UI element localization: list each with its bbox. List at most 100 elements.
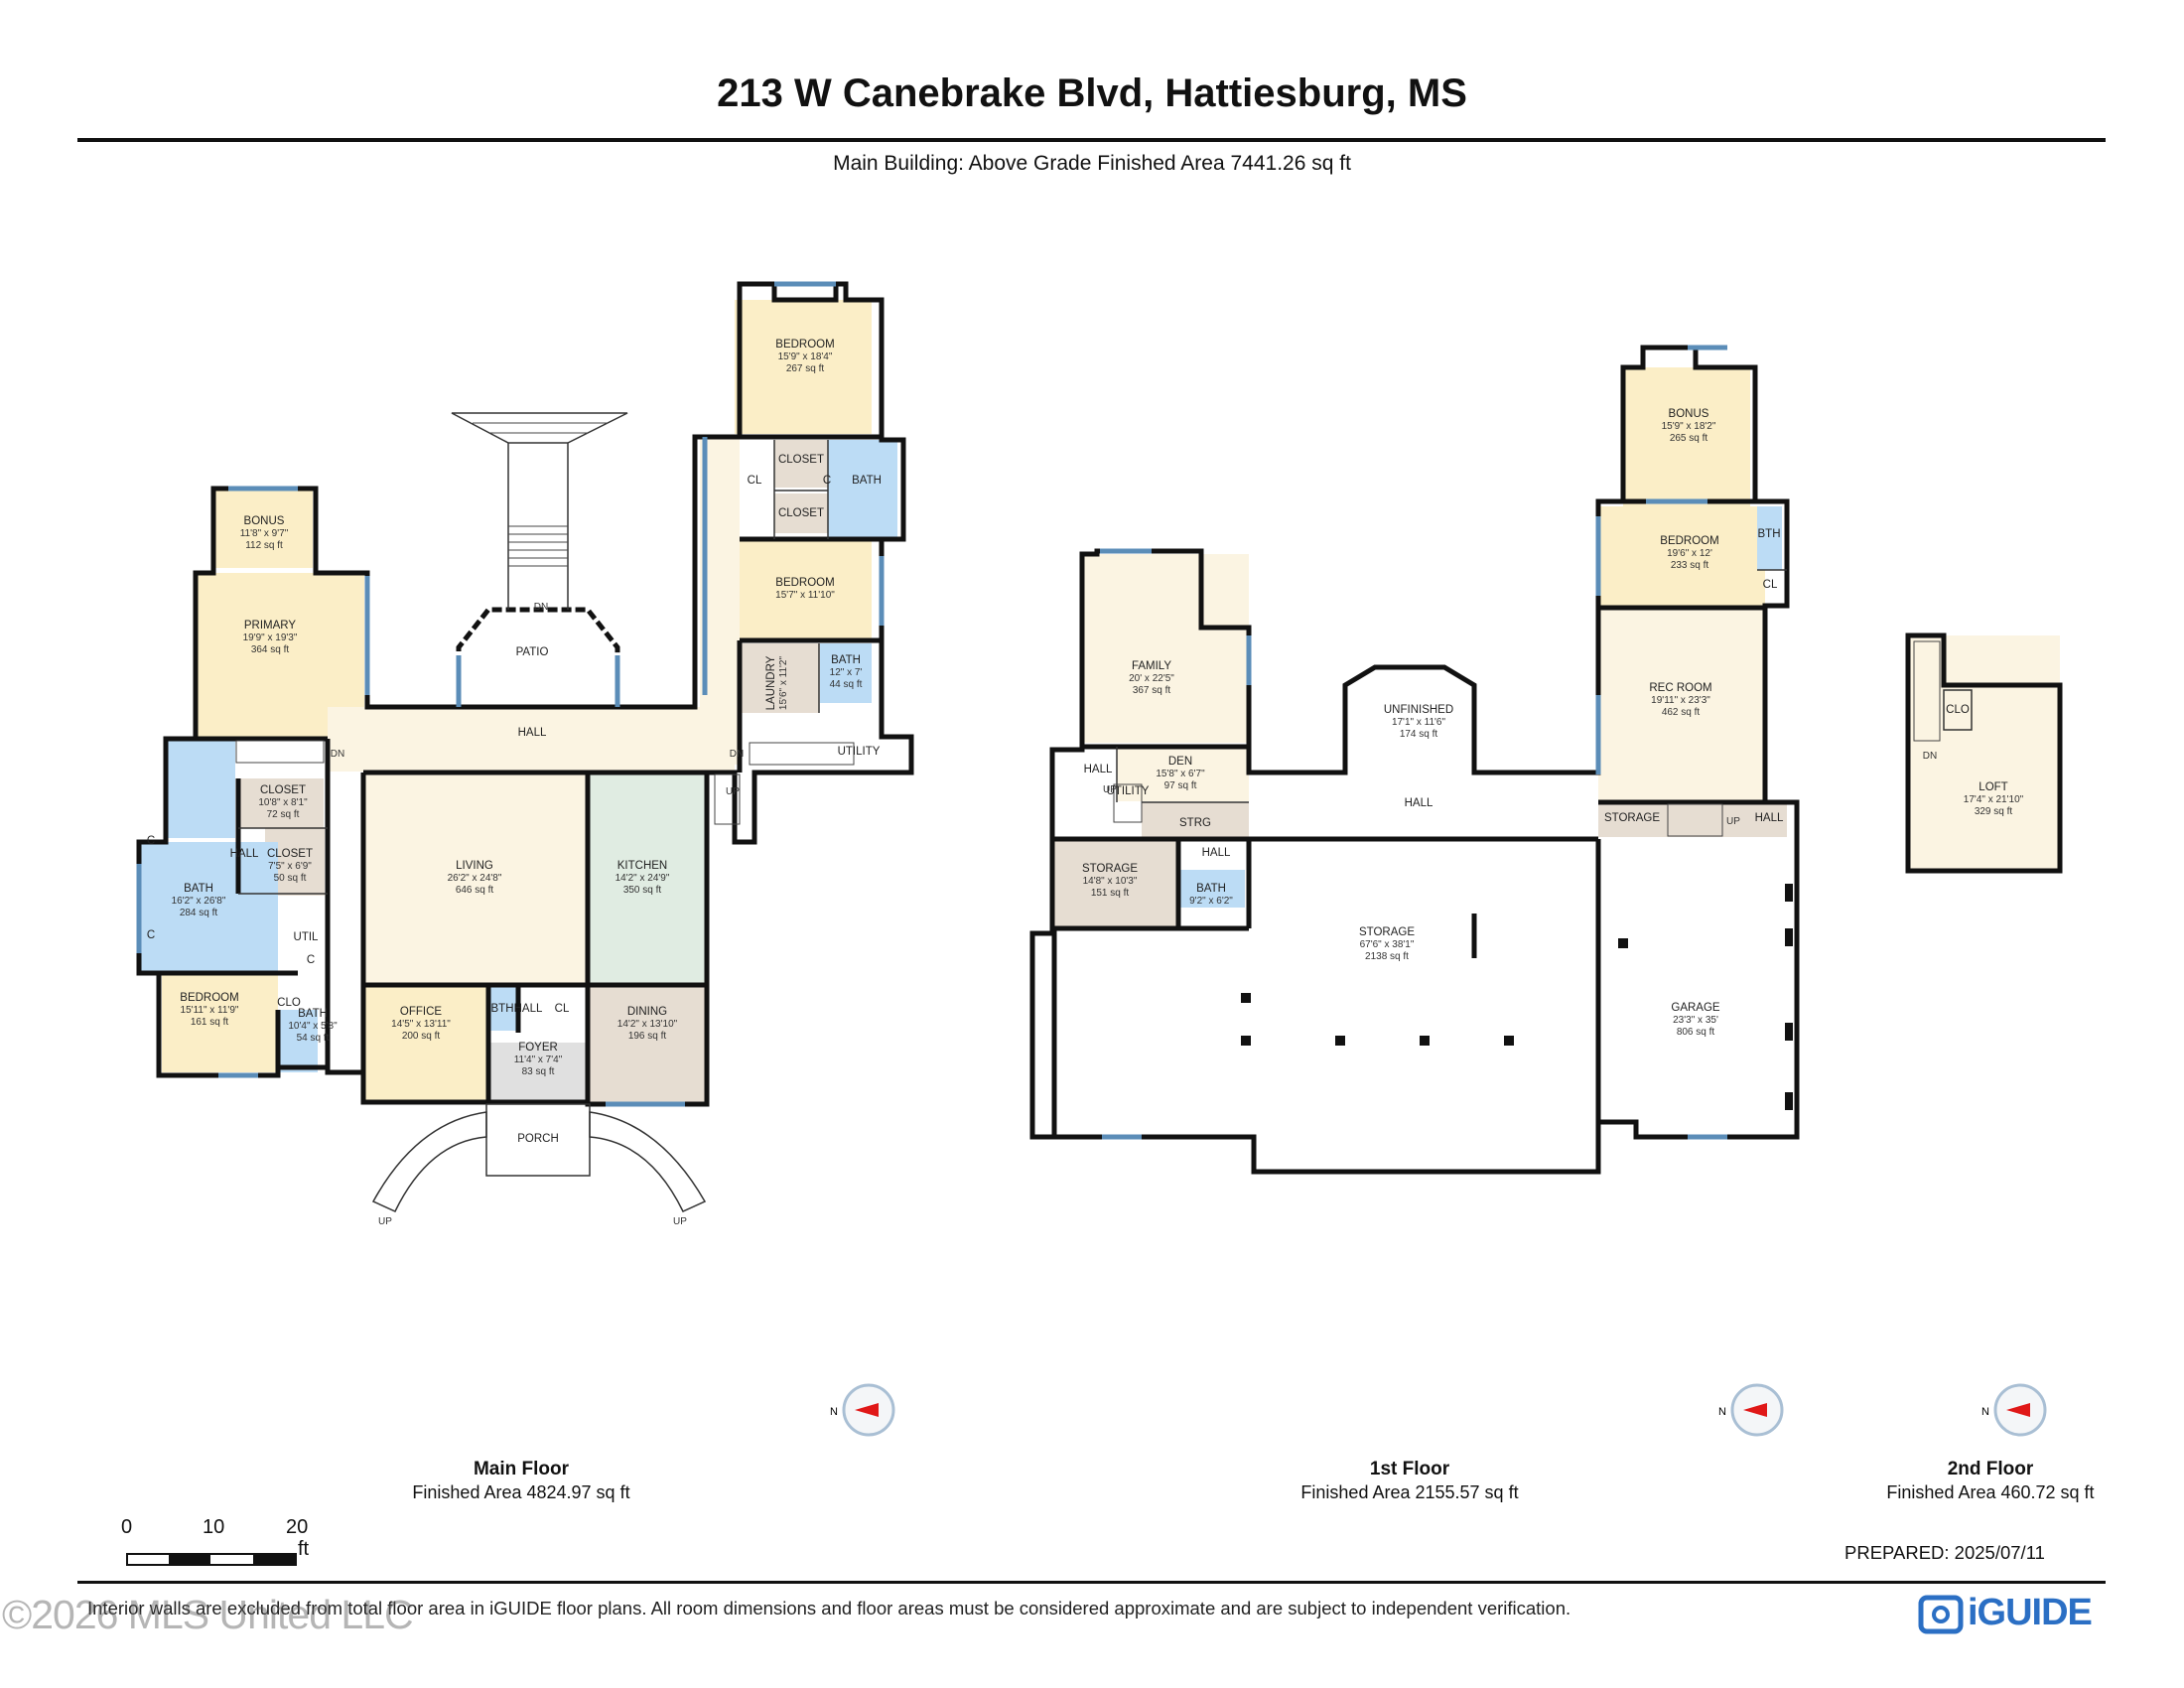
room-fill-closet-mid [774, 493, 828, 533]
room-name-c: C [307, 954, 315, 966]
room-label-bth: BTH [491, 1003, 514, 1015]
room-name-bedroom: BEDROOM [180, 992, 238, 1004]
room-area-bedroom: 267 sq ft [786, 363, 825, 374]
room-dims-bath: 12" x 7' [830, 667, 863, 678]
room-area-bonus: 265 sq ft [1670, 433, 1708, 444]
compass-main: N [830, 1383, 895, 1437]
room-name-unfinished: UNFINISHED [1384, 704, 1453, 716]
room-fill-strg-1f [1142, 802, 1249, 837]
porch-stair-left [371, 1111, 487, 1212]
room-label-cl: CL [748, 475, 762, 487]
room-area-bath: 54 sq ft [297, 1033, 330, 1044]
room-name-util: UTIL [294, 931, 320, 943]
room-name-hall: HALL [1405, 797, 1433, 809]
header-divider [77, 138, 2106, 142]
room-name-clo: CLO [1946, 704, 1970, 716]
room-fill-kitchen [588, 773, 707, 983]
room-name-bath: BATH [831, 654, 861, 666]
room-area-storage: 151 sq ft [1091, 888, 1130, 899]
room-label-c: C [147, 835, 155, 847]
room-label-storage: STORAGE [1604, 812, 1660, 824]
stair-label-up: UP [1103, 784, 1117, 795]
room-area-bath: 44 sq ft [830, 679, 863, 690]
room-name-office: OFFICE [400, 1006, 442, 1018]
room-name-utility: UTILITY [1107, 785, 1150, 797]
room-dims-storage: 67'6" x 38'1" [1360, 939, 1415, 950]
stair-label-up: UP [378, 1216, 392, 1227]
room-name-cl: CL [1763, 579, 1778, 591]
room-area-unfinished: 174 sq ft [1400, 729, 1438, 740]
room-label-c: C [307, 954, 315, 966]
room-label-hall: HALL [518, 727, 547, 739]
room-area-bedroom: 233 sq ft [1671, 560, 1709, 571]
stair-label-up: UP [673, 1216, 687, 1227]
room-label-hall: HALL [1202, 847, 1231, 859]
room-fill-bonus [213, 489, 313, 568]
room-dims-bedroom: 19'6" x 12' [1667, 548, 1712, 559]
room-name-bath: BATH [1196, 883, 1226, 895]
room-label-util: UTIL [294, 931, 320, 943]
room-dims-loft: 17'4" x 21'10" [1964, 794, 2024, 805]
room-area-closet: 50 sq ft [274, 873, 307, 884]
room-dims-bonus: 15'9" x 18'2" [1662, 421, 1716, 432]
room-name-c: C [147, 929, 155, 941]
room-label-hall: HALL [1084, 764, 1113, 775]
room-name-bedroom: BEDROOM [1660, 535, 1718, 547]
page-title: 213 W Canebrake Blvd, Hattiesburg, MS [717, 71, 1467, 115]
room-name-storage: STORAGE [1604, 812, 1660, 824]
room-name-hall: HALL [1755, 812, 1784, 824]
room-area-rec-room: 462 sq ft [1662, 707, 1701, 718]
room-fill-storage-small-1f [1052, 839, 1176, 928]
room-name-patio: PATIO [516, 646, 549, 658]
room-fill-bth-1f [1757, 506, 1782, 570]
room-dims-closet: 10'8" x 8'1" [258, 797, 308, 808]
room-label-clo: CLO [1946, 704, 1970, 716]
first-floor-plan [1029, 345, 1800, 1175]
first-floor-area: Finished Area 2155.57 sq ft [1300, 1482, 1519, 1502]
room-name-bth: BTH [491, 1003, 514, 1015]
room-fill-closet-top [774, 440, 828, 488]
room-label-closet: CLOSET [778, 454, 824, 466]
second-floor-plan [1905, 633, 2063, 874]
stair-label-up: UP [726, 786, 740, 797]
room-dims-foyer: 11'4" x 7'4" [514, 1055, 563, 1065]
room-name-bath: BATH [852, 475, 882, 487]
main-floor-windows [136, 281, 885, 1107]
room-fill-loft [1908, 635, 2060, 871]
first-floor-outer-wall [1029, 345, 1800, 1175]
room-dims-living: 26'2" x 24'8" [448, 873, 502, 884]
room-name-den: DEN [1168, 756, 1192, 768]
room-label-utility: UTILITY [1107, 785, 1150, 797]
room-name-bth: BTH [1758, 528, 1781, 540]
room-name-porch: PORCH [517, 1133, 559, 1145]
room-fill-laundry [740, 643, 819, 713]
room-fill-bedroom-1f [1598, 506, 1765, 606]
room-area-den: 97 sq ft [1164, 780, 1197, 791]
room-label-cl: CL [1763, 579, 1778, 591]
main-floor-plan [136, 281, 914, 1212]
room-area-garage: 806 sq ft [1677, 1027, 1715, 1038]
room-name-closet: CLOSET [778, 454, 824, 466]
room-label-cl: CL [555, 1003, 570, 1015]
prepared-date: PREPARED: 2025/07/11 [1844, 1542, 2045, 1563]
room-label-clo: CLO [277, 997, 301, 1009]
room-fill-hall [328, 707, 735, 772]
room-fill-den-1f [1117, 747, 1249, 801]
room-name-bedroom: BEDROOM [775, 339, 834, 351]
room-area-foyer: 83 sq ft [522, 1066, 555, 1077]
room-dims-dining: 14'2" x 13'10" [617, 1019, 678, 1030]
room-label-patio: PATIO [516, 646, 549, 658]
compass-second: N [1981, 1383, 2047, 1437]
room-name-bonus: BONUS [244, 515, 285, 527]
